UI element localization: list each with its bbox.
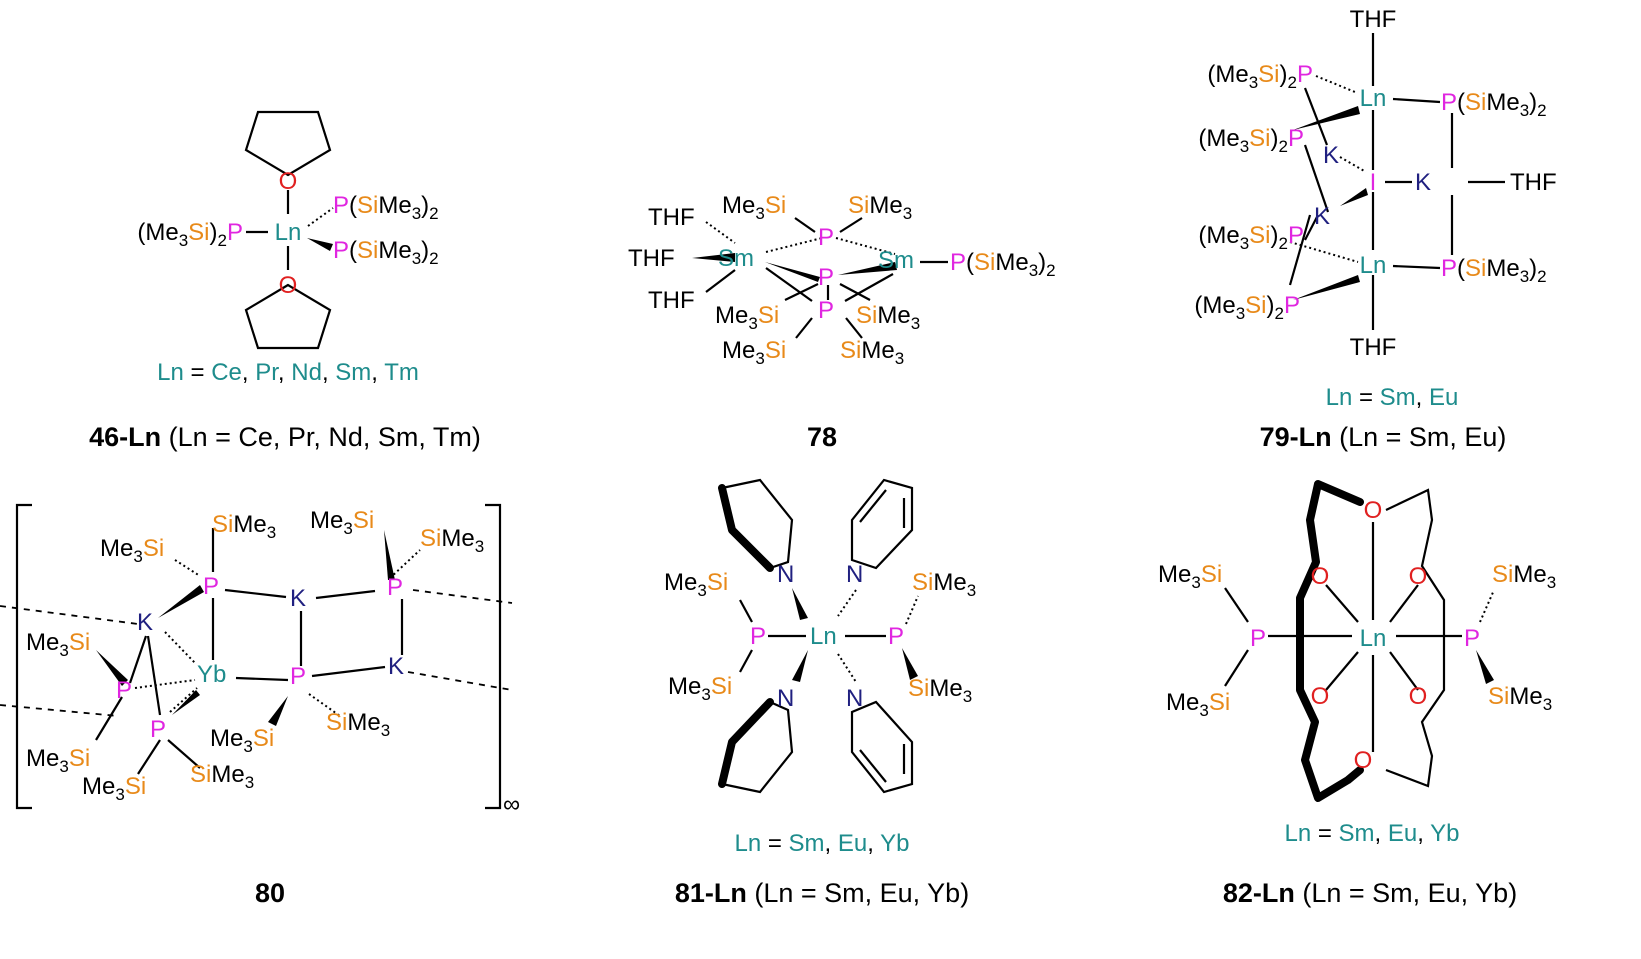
atom-O-top: O [279, 168, 298, 195]
atom-P-80-4: P [116, 677, 132, 704]
ligand-lower-right: P(SiMe3)2 [333, 237, 439, 268]
atom-O-bottom: O [279, 272, 298, 299]
ligand-upper-right: P(SiMe3)2 [333, 192, 439, 223]
atom-Ln-82: Ln [1360, 625, 1387, 652]
atom-THF-3: THF [648, 287, 695, 314]
ln-legend-79: Ln = Sm, Eu [1326, 384, 1459, 411]
ligand-81-Me3Si-1: Me3Si [664, 569, 728, 600]
ligand-80-SiMe3-6: SiMe3 [326, 709, 390, 740]
structure-80: ∞ P K P K Yb P K [0, 503, 520, 908]
ln-legend-82: Ln = Sm, Eu, Yb [1284, 820, 1459, 847]
ligand-80-Me3Si-4: Me3Si [26, 745, 90, 776]
ligand-Me3Si-3: Me3Si [722, 337, 786, 368]
ligand-80-SiMe3-5: SiMe3 [190, 761, 254, 792]
ligand-82-Me3Si-1: Me3Si [1158, 561, 1222, 592]
ligand-79-1: (Me3Si)2P [1207, 61, 1313, 92]
atom-O-82-4: O [1311, 683, 1330, 710]
atom-K-1: K [1323, 142, 1339, 169]
ligand-81-SiMe3-2: SiMe3 [908, 675, 972, 706]
atom-K-80-1: K [290, 585, 306, 612]
atom-N-2: N [846, 561, 863, 588]
structure-46: O O Ln (Me3Si)2P P(SiMe3)2 P(SiMe3)2 Ln … [89, 110, 481, 452]
atom-P-80-2: P [387, 574, 403, 601]
atom-THF-bottom: THF [1350, 334, 1397, 361]
atom-Sm-left: Sm [718, 245, 754, 272]
atom-P-81-right: P [888, 623, 904, 650]
atom-THF-2: THF [628, 245, 675, 272]
ligand-Me3Si-1: Me3Si [722, 192, 786, 223]
atom-P-mid: P [818, 264, 834, 291]
ligand-80-Me3Si-6: Me3Si [210, 725, 274, 756]
caption-78: 78 [807, 422, 837, 452]
ligand-82-SiMe3-1: SiMe3 [1492, 561, 1556, 592]
ligand-82-SiMe3-2: SiMe3 [1488, 683, 1552, 714]
caption-80: 80 [255, 878, 285, 908]
ligand-SiMe3-3: SiMe3 [840, 337, 904, 368]
ligand-Me3Si-2: Me3Si [715, 302, 779, 333]
ligand-81-SiMe3-1: SiMe3 [912, 569, 976, 600]
atom-K-80-3: K [388, 653, 404, 680]
ligand-79-4: (Me3Si)2P [1194, 292, 1300, 323]
atom-THF-right: THF [1510, 169, 1557, 196]
atom-Ln-top: Ln [1360, 85, 1387, 112]
atom-N-1: N [777, 561, 794, 588]
ligand-79-3: (Me3Si)2P [1198, 222, 1304, 253]
atom-Ln: Ln [275, 219, 302, 246]
atom-Ln-81: Ln [810, 623, 837, 650]
atom-Sm-right: Sm [878, 247, 914, 274]
ligand-79-6: P(SiMe3)2 [1441, 255, 1547, 286]
ligand-80-Me3Si-3: Me3Si [26, 629, 90, 660]
ligand-80-Me3Si-5: Me3Si [82, 773, 146, 804]
atom-THF-1: THF [648, 204, 695, 231]
atom-Yb: Yb [197, 661, 226, 688]
caption-81: 81-Ln (Ln = Sm, Eu, Yb) [675, 878, 969, 908]
structure-82: O O O O O O Ln P P Me3Si Me3Si SiMe3 SiM… [1158, 480, 1556, 908]
atom-P-81-left: P [750, 623, 766, 650]
atom-O-82-5: O [1409, 683, 1428, 710]
atom-P-80-5: P [150, 716, 166, 743]
atom-N-3: N [777, 685, 794, 712]
ligand-80-Me3Si-1: Me3Si [100, 535, 164, 566]
atom-P-82-left: P [1250, 625, 1266, 652]
atom-THF-top: THF [1350, 6, 1397, 33]
ligand-79-5: P(SiMe3)2 [1441, 89, 1547, 120]
ligand-79-2: (Me3Si)2P [1198, 125, 1304, 156]
ligand-PSiMe3-2: P(SiMe3)2 [950, 249, 1056, 280]
ligand-82-Me3Si-2: Me3Si [1166, 689, 1230, 720]
atom-O-82-3: O [1409, 563, 1428, 590]
infinity-subscript: ∞ [503, 791, 520, 818]
atom-P-low: P [818, 297, 834, 324]
atom-I: I [1370, 169, 1377, 196]
atom-O-82-6: O [1354, 747, 1373, 774]
ligand-80-Me3Si-2: Me3Si [310, 507, 374, 538]
atom-K-2: K [1314, 203, 1330, 230]
caption-79: 79-Ln (Ln = Sm, Eu) [1260, 422, 1507, 452]
atom-P-80-3: P [290, 663, 306, 690]
ligand-left: (Me3Si)2P [137, 219, 243, 250]
atom-Ln-bottom: Ln [1360, 252, 1387, 279]
ligand-80-SiMe3-top: SiMe3 [212, 511, 276, 542]
atom-O-82-1: O [1364, 497, 1383, 524]
ligand-81-Me3Si-2: Me3Si [668, 673, 732, 704]
ln-legend-46: Ln = Ce, Pr, Nd, Sm, Tm [157, 359, 419, 386]
caption-46: 46-Ln (Ln = Ce, Pr, Nd, Sm, Tm) [89, 422, 481, 452]
atom-P-80-1: P [203, 573, 219, 600]
atom-N-4: N [846, 685, 863, 712]
caption-82: 82-Ln (Ln = Sm, Eu, Yb) [1223, 878, 1517, 908]
atom-K-80-2: K [137, 609, 153, 636]
atom-P-top: P [818, 224, 834, 251]
ln-legend-81: Ln = Sm, Eu, Yb [734, 830, 909, 857]
ligand-SiMe3-2: SiMe3 [856, 302, 920, 333]
atom-P-82-right: P [1464, 625, 1480, 652]
structure-79: THF Ln I Ln THF K K K THF (Me3Si)2P (Me3… [1194, 6, 1556, 452]
structure-78: THF THF THF Sm Sm P P P Me3Si SiMe3 P(Si… [628, 192, 1056, 452]
atom-K-3: K [1415, 169, 1431, 196]
structure-81: N N N N Ln P P Me3Si Me3Si SiMe3 SiMe3 L… [664, 478, 976, 908]
atom-O-82-2: O [1311, 563, 1330, 590]
ligand-SiMe3-1: SiMe3 [848, 192, 912, 223]
ligand-80-SiMe3-2: SiMe3 [420, 525, 484, 556]
